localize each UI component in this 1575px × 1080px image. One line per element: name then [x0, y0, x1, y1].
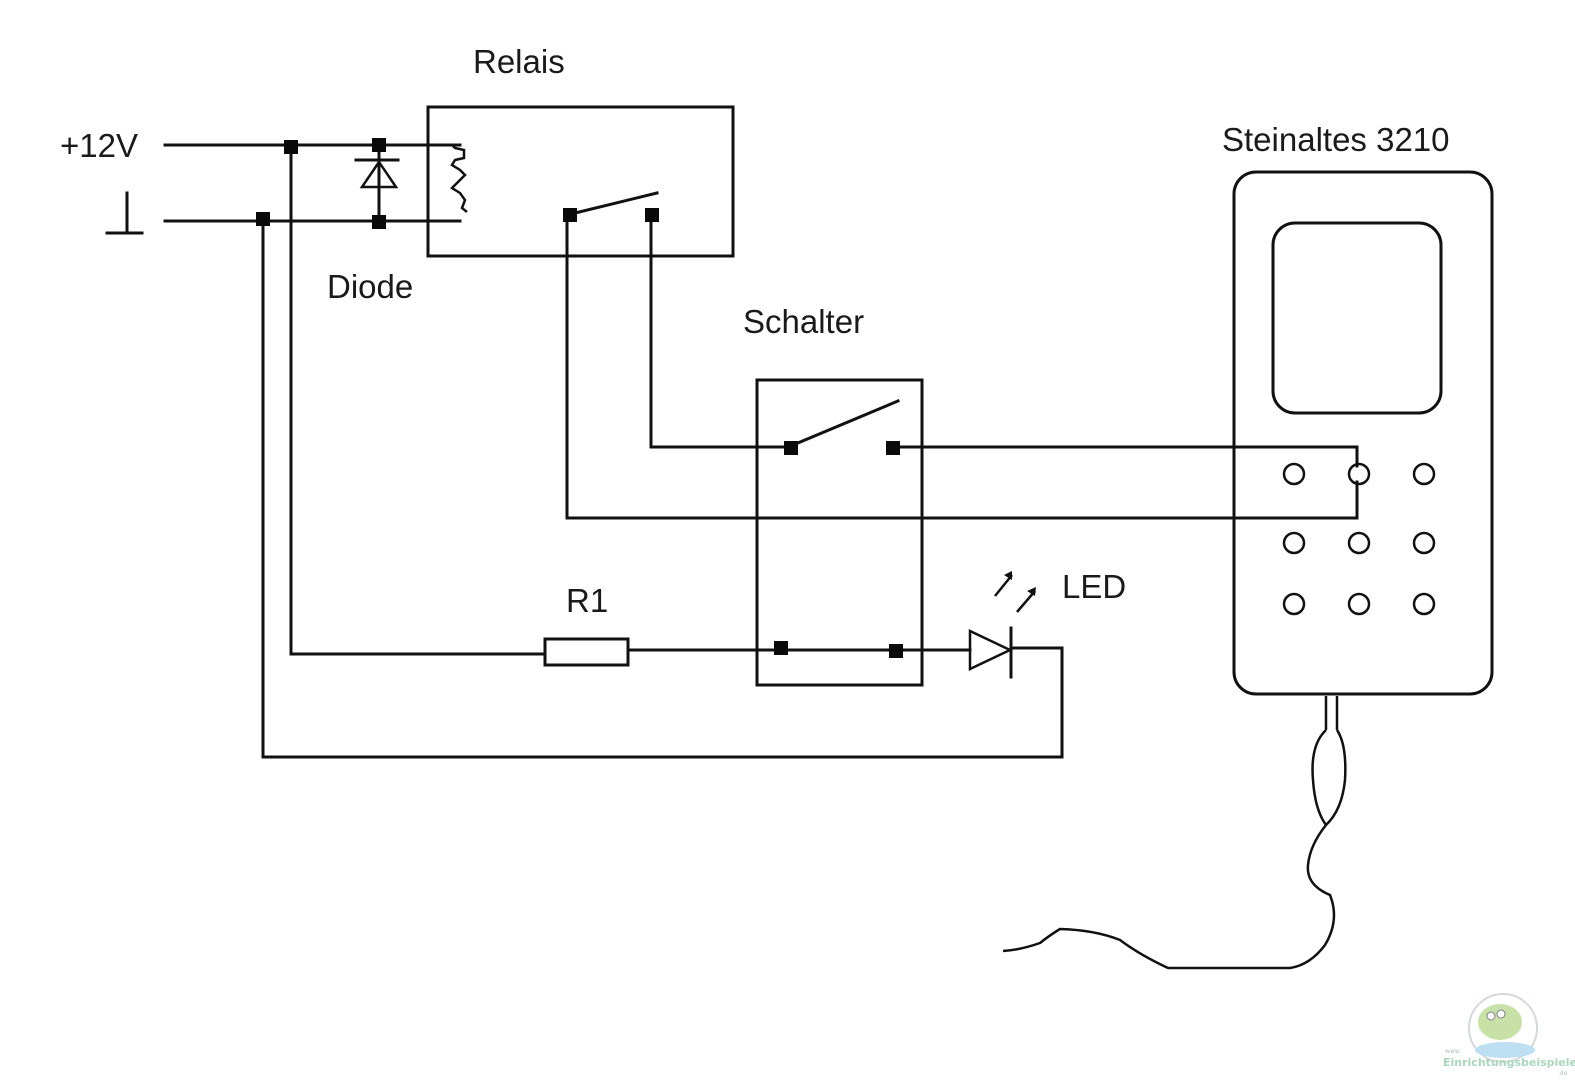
phone-key: [1282, 592, 1306, 616]
phone-keypad: [1282, 462, 1436, 616]
supply-label: +12V: [60, 127, 138, 164]
junction-node: [256, 212, 270, 226]
relay-terminal-node: [563, 208, 577, 222]
relay-contact-wire-b: [649, 214, 792, 449]
phone-key: [1412, 462, 1436, 486]
switch-lever: [791, 399, 900, 447]
junction-node: [284, 140, 298, 154]
resistor-label: R1: [566, 582, 608, 619]
relay-contact-wire-a: [565, 214, 1359, 520]
junction-node: [372, 215, 386, 229]
diode-symbol: [354, 145, 400, 223]
relay-box: [426, 105, 735, 258]
phone-label: Steinaltes 3210: [1222, 121, 1450, 158]
phone-key: [1412, 592, 1436, 616]
junction-node: [372, 138, 386, 152]
ground-symbol: [105, 191, 144, 235]
relay-terminal-node: [645, 208, 659, 222]
phone-key: [1282, 462, 1306, 486]
switch-box: [755, 378, 924, 687]
phone-body: [1232, 170, 1494, 696]
watermark-logo: www. Einrichtungsbeispiele .de: [1443, 993, 1575, 1077]
led-label: LED: [1062, 568, 1126, 605]
phone-key: [1347, 462, 1371, 486]
switch-terminal-node: [886, 441, 900, 455]
junction-nodes: [256, 138, 903, 658]
relay-label: Relais: [473, 43, 565, 80]
switch-label: Schalter: [743, 303, 864, 340]
switch-terminal-node: [784, 441, 798, 455]
switch-to-phone-wire: [891, 445, 1359, 468]
ground-return-wire: [261, 217, 1064, 759]
led-symbol: [968, 571, 1036, 679]
switch-terminal-node: [889, 644, 903, 658]
diode-label: Diode: [327, 268, 413, 305]
phone-key: [1412, 531, 1436, 555]
phone-screen: [1271, 221, 1443, 415]
positive-feed-wire: [289, 145, 547, 656]
watermark-name: Einrichtungsbeispiele: [1443, 1056, 1575, 1069]
phone-key: [1347, 531, 1371, 555]
relay-contact: [569, 191, 659, 216]
phone-key: [1347, 592, 1371, 616]
relay-coil-icon: [446, 143, 468, 213]
watermark-suffix: .de: [1558, 1070, 1568, 1077]
watermark-prefix: www.: [1445, 1048, 1461, 1055]
resistor-symbol: [543, 637, 630, 667]
phone-key: [1282, 531, 1306, 555]
phone-cable: [1002, 696, 1347, 970]
switch-terminal-node: [774, 641, 788, 655]
